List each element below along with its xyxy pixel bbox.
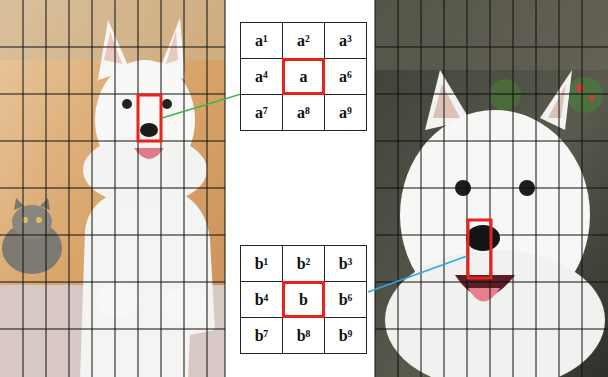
cell-label: b⁷ <box>255 327 269 345</box>
neighbor-cell: a⁷ <box>240 94 283 131</box>
neighbor-cell: b⁴ <box>240 281 283 318</box>
neighbor-cell: a² <box>282 22 325 59</box>
neighbor-cell: a¹ <box>240 22 283 59</box>
cell-label: b¹ <box>255 255 269 273</box>
cell-label: a⁷ <box>255 104 268 122</box>
neighbor-cell: a⁸ <box>282 94 325 131</box>
cell-label: b² <box>297 255 311 273</box>
neighbor-cell: b⁸ <box>282 317 325 354</box>
cell-label: b⁴ <box>255 291 269 309</box>
right-photo <box>375 0 608 377</box>
neighbor-cell: a⁴ <box>240 58 283 95</box>
neighbor-cell: b⁶ <box>324 281 367 318</box>
center-cell: b <box>282 281 325 318</box>
cell-label: b⁶ <box>339 291 353 309</box>
patch-box <box>138 95 161 141</box>
neighbor-cell: b² <box>282 245 325 282</box>
cell-label: a⁹ <box>339 104 352 122</box>
cell-label: a⁴ <box>255 68 268 86</box>
cell-label: a² <box>297 32 310 50</box>
cell-label: a <box>300 68 308 86</box>
cell-label: b⁸ <box>297 327 311 345</box>
cell-label: a⁶ <box>339 68 352 86</box>
leader-line <box>368 256 467 292</box>
center-cell: a <box>282 58 325 95</box>
neighbor-cell: b⁷ <box>240 317 283 354</box>
neighbor-cell: a⁶ <box>324 58 367 95</box>
patch-box <box>468 220 491 278</box>
cell-label: a³ <box>339 32 352 50</box>
cell-label: b³ <box>339 255 353 273</box>
cell-label: a⁸ <box>297 104 310 122</box>
neighbor-cell: b³ <box>324 245 367 282</box>
cell-label: b <box>299 291 308 309</box>
cell-label: a¹ <box>255 32 268 50</box>
neighbor-cell: a⁹ <box>324 94 367 131</box>
neighbor-cell: b⁹ <box>324 317 367 354</box>
neighbor-cell: a³ <box>324 22 367 59</box>
neighbor-cell: b¹ <box>240 245 283 282</box>
cell-label: b⁹ <box>339 327 353 345</box>
left-photo <box>0 0 225 377</box>
